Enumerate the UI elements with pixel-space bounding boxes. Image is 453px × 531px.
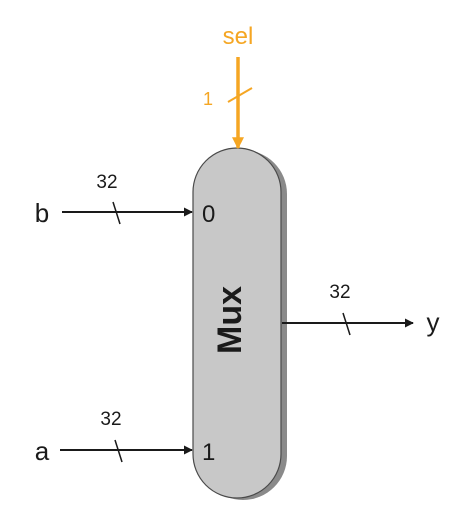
input-a-width-label: 32	[100, 409, 121, 430]
input-b-port-label: 0	[202, 201, 215, 228]
output-y-name: y	[427, 307, 440, 337]
select-label: sel	[223, 23, 254, 50]
output-y-width-slash	[342, 312, 351, 336]
input-a-name: a	[35, 436, 50, 466]
input-b-name: b	[35, 198, 49, 228]
input-a-port-label: 1	[202, 439, 215, 466]
input-a-width-slash	[114, 439, 123, 463]
mux-title: Mux	[211, 286, 249, 354]
output-y-width-label: 32	[329, 282, 350, 303]
select-width-label: 1	[203, 89, 213, 109]
input-b-width-label: 32	[96, 172, 117, 193]
select-width-slash	[227, 87, 253, 103]
input-b-width-slash	[112, 201, 121, 225]
